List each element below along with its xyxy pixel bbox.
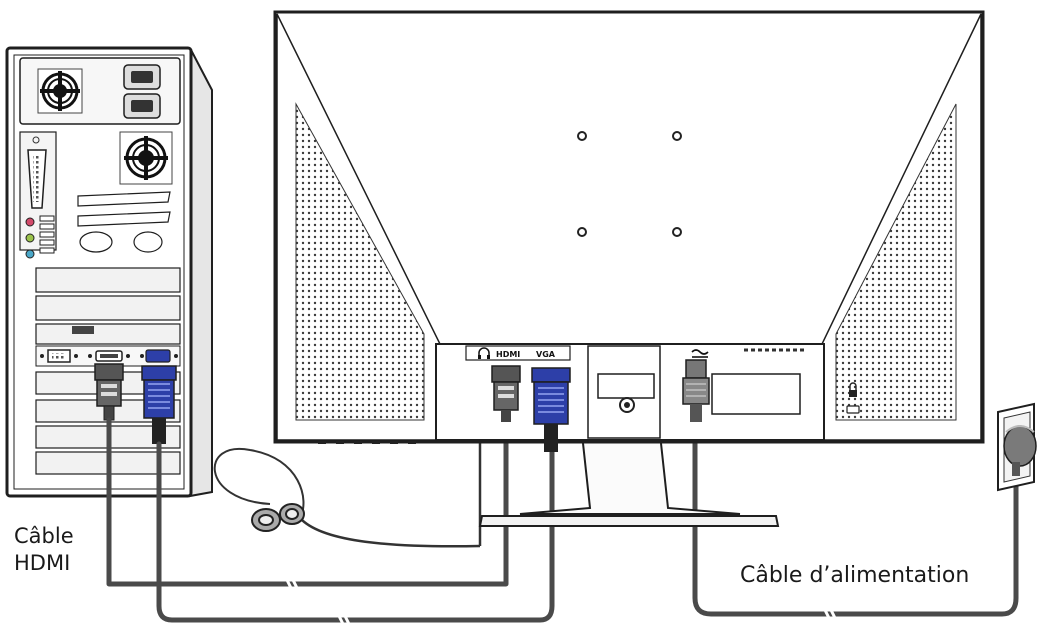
vesa-mount-holes <box>577 131 682 237</box>
monitor-vga-plug <box>531 367 571 452</box>
psu <box>19 57 181 125</box>
pc-hdmi-plug <box>94 363 124 421</box>
monitor-buttons <box>318 441 416 444</box>
right-speaker-grille <box>835 103 957 421</box>
port-label-hdmi: HDMI <box>496 350 520 359</box>
fan-icon <box>119 131 173 185</box>
hdmi-cable-caption: Câble HDMI <box>14 523 74 577</box>
psu-power-socket <box>123 64 161 119</box>
ac-power-icon <box>691 349 709 358</box>
monitor: HDMI VGA <box>273 10 985 527</box>
hdmi-caption-line1: Câble <box>14 524 74 548</box>
hdmi-cable <box>106 417 509 587</box>
headphone-icon <box>478 347 490 359</box>
cables <box>106 417 1019 623</box>
hdmi-caption-line2: HDMI <box>14 551 71 575</box>
pc-tower <box>5 46 213 498</box>
left-speaker-grille <box>295 102 425 421</box>
fan-icon <box>37 68 83 114</box>
rear-io-panel <box>19 131 171 259</box>
power-cable <box>692 417 1019 617</box>
pc-vga-plug <box>141 365 177 444</box>
padlock-icon <box>846 382 860 414</box>
monitor-power-plug <box>682 359 710 422</box>
power-cable-caption: Câble d’alimentation <box>740 563 970 588</box>
wall-outlet <box>997 402 1037 492</box>
graphics-card-ports <box>35 345 181 367</box>
vga-cable <box>156 441 555 623</box>
usb-icon <box>39 215 55 254</box>
monitor-hdmi-plug <box>491 365 521 422</box>
port-label-vga: VGA <box>536 350 556 359</box>
